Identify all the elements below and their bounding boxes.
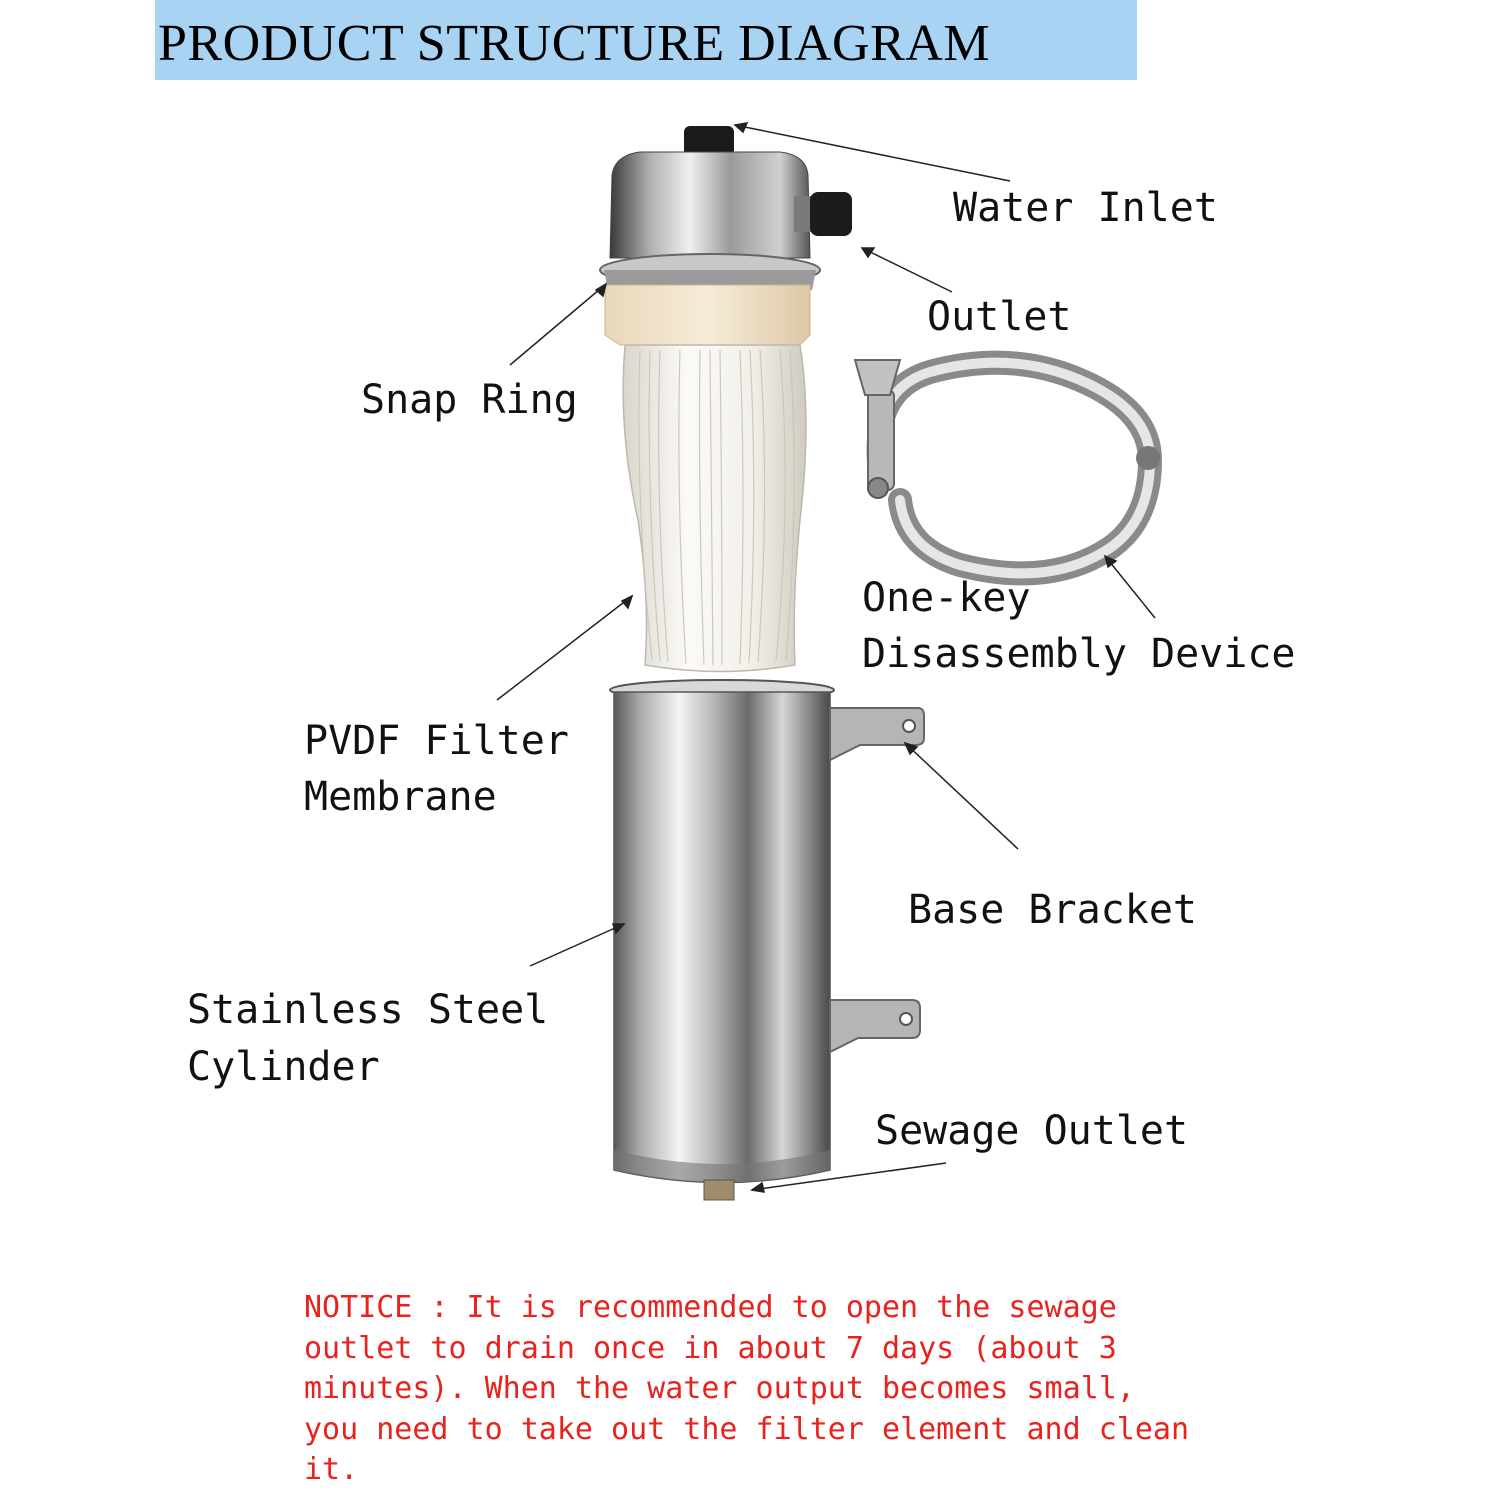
clamp-device xyxy=(853,350,1163,586)
label-snap-ring: Snap Ring xyxy=(361,377,578,423)
label-sewage-outlet: Sewage Outlet xyxy=(875,1108,1189,1154)
sewage-outlet-plug xyxy=(703,1179,735,1201)
label-one-key-line1: One-key xyxy=(862,575,1031,621)
label-one-key-line2: Disassembly Device xyxy=(862,631,1296,677)
label-water-inlet: Water Inlet xyxy=(953,185,1218,231)
notice-text: NOTICE : It is recommended to open the s… xyxy=(304,1288,1284,1491)
label-pvdf-line1: PVDF Filter xyxy=(304,718,569,764)
snap-ring xyxy=(604,284,811,346)
notice-line: you need to take out the filter element … xyxy=(304,1411,1190,1447)
base-brackets xyxy=(829,707,925,1054)
notice-line: NOTICE : It is recommended to open the s… xyxy=(304,1290,1117,1325)
label-base-bracket: Base Bracket xyxy=(908,887,1197,933)
label-steel-line1: Stainless Steel xyxy=(187,987,549,1033)
pvdf-membrane xyxy=(622,344,807,673)
notice-line: it. xyxy=(304,1452,359,1487)
leader-lines xyxy=(496,122,1156,1193)
notice-line: outlet to drain once in about 7 days (ab… xyxy=(304,1330,1117,1366)
outlet-knob xyxy=(810,192,852,236)
water-inlet-knob xyxy=(684,126,734,156)
filter-head xyxy=(599,126,852,290)
page-title: PRODUCT STRUCTURE DIAGRAM xyxy=(158,15,991,72)
steel-cylinder xyxy=(609,679,835,1201)
label-outlet: Outlet xyxy=(927,294,1072,340)
title-banner xyxy=(155,0,1137,80)
label-steel-line2: Cylinder xyxy=(187,1044,380,1090)
label-pvdf-line2: Membrane xyxy=(304,774,497,820)
notice-line: minutes). When the water output becomes … xyxy=(304,1371,1135,1406)
